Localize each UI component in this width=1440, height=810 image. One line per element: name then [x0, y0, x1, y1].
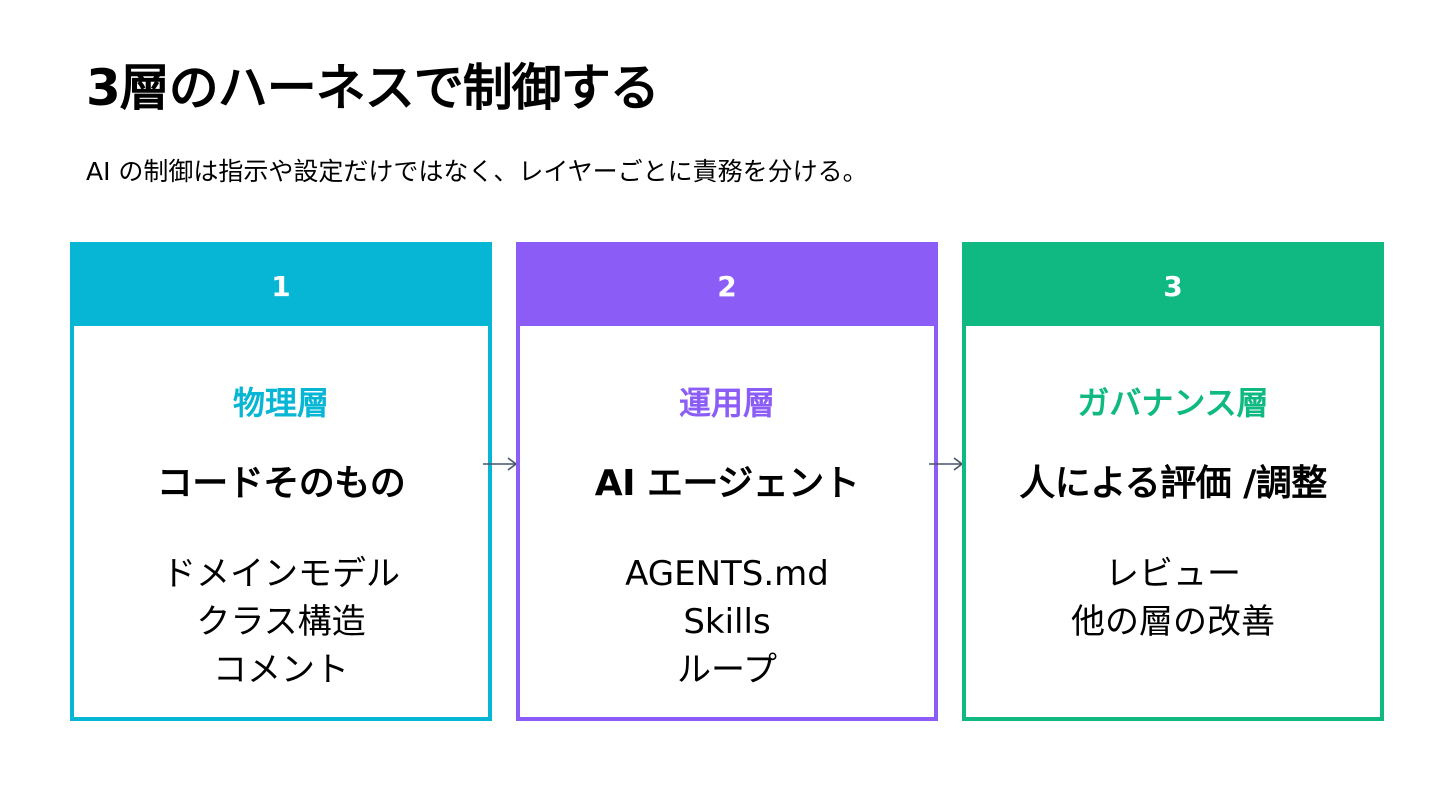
card-number-header: 3 [966, 246, 1380, 326]
arrow-right-icon [929, 457, 964, 471]
card-role: AI エージェント [594, 463, 860, 504]
card-number: 2 [717, 269, 737, 303]
card-item: レビュー [1105, 554, 1241, 594]
card-item: ループ [677, 650, 777, 690]
card-number-header: 2 [520, 246, 934, 326]
card-role: 人による評価 /調整 [1019, 463, 1327, 504]
card-number: 3 [1163, 269, 1183, 303]
card-item: Skills [683, 602, 771, 642]
card-item: 他の層の改善 [1071, 602, 1275, 642]
card-layer-name: ガバナンス層 [1077, 384, 1269, 422]
card-item-list: レビュー他の層の改善 [966, 550, 1380, 646]
card-layer-name: 物理層 [232, 384, 329, 422]
slide-title: 3層のハーネスで制御する [86, 59, 660, 117]
arrow-right-icon [483, 457, 518, 471]
card-item: AGENTS.md [625, 554, 829, 594]
card-number: 1 [271, 269, 291, 303]
layer-card-governance: 3 ガバナンス層 人による評価 /調整 レビュー他の層の改善 [962, 242, 1384, 721]
card-item: ドメインモデル [162, 554, 400, 594]
card-item-list: ドメインモデルクラス構造コメント [74, 550, 488, 694]
card-item: クラス構造 [196, 602, 366, 642]
slide-subtitle: AI の制御は指示や設定だけではなく、レイヤーごとに責務を分ける。 [86, 157, 868, 186]
card-role: コードそのもの [156, 463, 406, 504]
card-item: コメント [213, 650, 349, 690]
card-layer-name: 運用層 [678, 384, 775, 422]
layer-card-physical: 1 物理層 コードそのもの ドメインモデルクラス構造コメント [70, 242, 492, 721]
card-number-header: 1 [74, 246, 488, 326]
